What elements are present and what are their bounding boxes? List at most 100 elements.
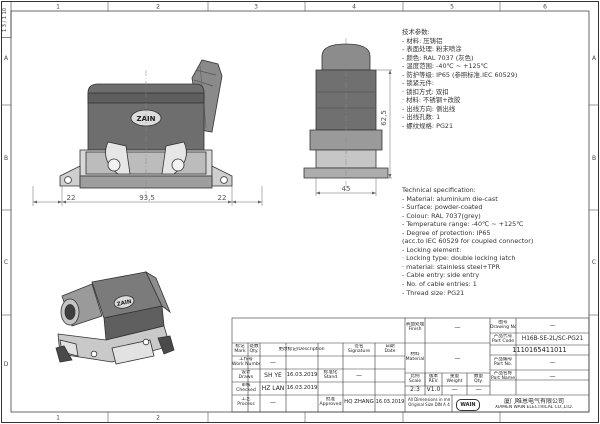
approved-name: HQ ZHANG (344, 399, 374, 405)
spec-cn-block: 技术参数: - 材料: 压铸铝 - 表面处理: 粉末喷涂 - 颜色: RAL 7… (402, 28, 517, 131)
finish-value: — (454, 324, 461, 331)
zone-row-c-right: C (592, 259, 596, 266)
zone-col-3: 3 (254, 4, 258, 11)
zone-row-b-left: B (4, 155, 8, 162)
finish-label: 表面处理 Finish (405, 322, 425, 333)
spec-cn-line: - 出线方向: 侧出线 (402, 104, 456, 113)
zone-col-1-bottom: 1 (56, 415, 60, 422)
part-name-value: — (549, 373, 556, 380)
spec-cn-line: 技术参数: (402, 28, 430, 36)
spec-cn-line: - 颜色: RAL 7037 (灰色) (402, 53, 474, 62)
drawn-label: 设计 Drawn (238, 370, 254, 381)
part-no-value: 1110165411011 (512, 346, 567, 354)
material-value: — (454, 355, 461, 362)
front-view: ZAIN (59, 59, 233, 200)
front-dimensions (32, 186, 263, 206)
material-label: 材料 Material (405, 352, 425, 363)
spec-en-line: - Locking element: (402, 245, 462, 254)
part-no-label: 产品编号 Part No. (493, 357, 513, 368)
part-code-value: H16B-SE-2L/SC-PG21 (521, 336, 584, 342)
zone-labels: 1 2 3 4 5 6 1 2 A B C D A B C (4, 4, 597, 422)
rev-value: V1.0 (426, 386, 441, 393)
drawing-no-label: 图号 Drawing No. (490, 320, 516, 331)
rev-label: 版本 REV. (428, 374, 439, 385)
weight-label: 重量 Weight (446, 374, 463, 385)
spec-en-line: · material: stainless steel+TPR (402, 262, 500, 271)
isometric-view: ZAIN (55, 270, 175, 365)
zone-col-2-bottom: 2 (156, 415, 160, 422)
drawn-name: SH YE (264, 372, 282, 379)
qty2-label: 数量 Qty. (473, 374, 484, 385)
checked-label: 审核 Checked (236, 383, 256, 394)
spec-en-line: - No. of cable entries: 1 (402, 280, 477, 289)
spec-en-line: - Surface: powder-coated (402, 203, 483, 212)
zone-col-6: 6 (543, 4, 547, 11)
spec-en-line: Technical specification: (402, 186, 476, 194)
approved-label: 批准 Approved (319, 397, 342, 408)
zone-col-2: 2 (156, 4, 160, 11)
approved-date: 16.03.2019 (375, 399, 405, 405)
side-label: 1 3 / 1 10 (2, 8, 8, 32)
spec-cn-line: - 螺纹规格: PG21 (402, 122, 454, 131)
change-label: 更改标记/Description (278, 347, 325, 352)
dimensions-note: All Dimensions in mm Original Size DIN A… (408, 397, 450, 408)
iso-logo-text: ZAIN (116, 299, 132, 308)
spec-en-line: - Degree of protection: IP65 (402, 228, 491, 237)
zone-col-1: 1 (56, 4, 60, 11)
zone-col-5: 5 (450, 4, 454, 11)
spec-cn-line: - 表面处理: 粉末喷涂 (402, 45, 462, 54)
zone-row-a-right: A (592, 55, 597, 62)
spec-cn-line: - 温度范围: -40℃ ~ +125℃ (402, 62, 488, 71)
dim-22-right: 22 (218, 194, 227, 202)
company-name-cn: 厦门唯恩电气有限公司 (503, 398, 564, 405)
company-logo: WAIN (456, 399, 480, 411)
spec-en-line: - Colour: RAL 7037(grey) (402, 211, 481, 220)
zone-col-4: 4 (352, 4, 356, 11)
dim-93-5: 93,5 (139, 194, 155, 202)
process-label: 工艺 Process (237, 397, 255, 408)
part-no-extra: — (549, 359, 556, 366)
spec-cn-line: - 防护等级: IP65 (参照标准.IEC 60529) (402, 70, 518, 79)
dim-62-5: 62,5 (380, 110, 388, 126)
process-name: — (270, 399, 276, 406)
signature-label: 签名 Signature (347, 344, 371, 355)
spec-en-line: - Temperature range: -40℃ ~ +125℃ (402, 220, 524, 229)
weight-value: — (451, 386, 458, 393)
part-code-label: 产品代号 Part Code (491, 334, 515, 345)
spec-cn-line: · 材料: 不锈钢+改胶 (402, 96, 461, 105)
side-dimensions (315, 69, 392, 196)
date-label: 日期 Date (384, 344, 396, 355)
spec-en-line: (acc.to IEC 60529 for coupled connector) (402, 237, 534, 246)
company-name-en: XIAMEN WAIN ELECTRICAL CO.,LTD. (494, 405, 574, 410)
scale-label: 比例 Scale (408, 374, 422, 385)
zone-row-d-left: D (4, 361, 9, 368)
part-name-label: 产品名称 Part Name (490, 371, 516, 382)
drawn-date: 16.03.2019 (286, 372, 318, 378)
spec-cn-line: - 材料: 压铸铝 (402, 36, 443, 45)
stand-value: — (356, 372, 362, 379)
zone-row-a-left: A (4, 55, 9, 62)
side-view (303, 38, 389, 190)
checked-date: 16.03.2019 (286, 385, 318, 391)
spec-en-line: - Material: aluminium die-cast (402, 194, 498, 203)
zone-row-c-left: C (4, 259, 8, 266)
qty-label: 处数 Qty. (249, 344, 259, 355)
title-block-grid (231, 317, 590, 413)
checked-name: HZ LAN (261, 385, 285, 392)
mark-label: 标记 Mark (234, 344, 246, 355)
spec-en-line: - Thread size: PG21 (402, 288, 465, 297)
spec-en-line: - Cable entry: side entry (402, 271, 480, 280)
side-label-box (1, 1, 12, 38)
work-number-value: — (270, 359, 276, 366)
dim-45: 45 (342, 185, 351, 193)
qty2-value: — (475, 386, 482, 393)
work-number-label: 工作号 Work Number (232, 357, 260, 368)
drawing-no-value: — (549, 322, 556, 329)
scale-value: 2:3 (410, 386, 420, 393)
spec-en-block: Technical specification: - Material: alu… (402, 186, 533, 297)
spec-en-line: · Locking type: double locking latch (402, 254, 516, 263)
dim-22-left: 22 (67, 194, 76, 202)
